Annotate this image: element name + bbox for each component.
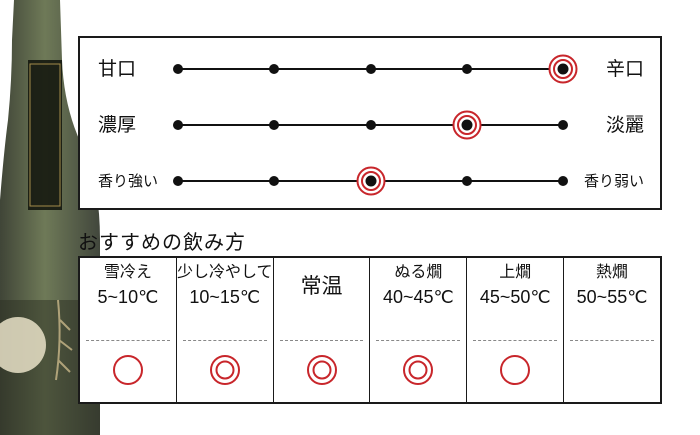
dashed-divider [86, 340, 170, 341]
scale-dot [269, 176, 280, 186]
scale-dot [461, 176, 472, 186]
dashed-divider [473, 340, 558, 341]
temperature-column: 熱燗 50~55℃ [564, 258, 660, 402]
taste-label-left: 濃厚 [98, 114, 137, 136]
temperature-header: 少し冷やして 10~15℃ [177, 262, 273, 310]
selected-marker-icon [452, 110, 482, 140]
scale-dot [365, 64, 376, 74]
taste-label-right: 辛口 [605, 58, 644, 80]
dashed-divider [570, 340, 654, 341]
temperature-header: 上燗 45~50℃ [467, 262, 563, 310]
taste-row: 甘口 辛口 [80, 54, 660, 84]
taste-label-right: 香り弱い [583, 172, 644, 190]
temperature-name: ぬる燗 [394, 264, 443, 281]
temperature-column: 常温 [274, 258, 371, 402]
taste-label-right: 淡麗 [605, 114, 644, 136]
temperature-header: ぬる燗 40~45℃ [370, 262, 466, 310]
serving-temperature-table: 雪冷え 5~10℃ 少し冷やして 10~15℃ 常温 ぬる燗 40~45℃ 上燗 45~50℃ 熱… [78, 256, 662, 404]
temperature-range: 50~55℃ [576, 287, 648, 307]
taste-row: 香り強い 香り弱い [80, 166, 660, 196]
scale-dot [558, 120, 568, 130]
taste-row: 濃厚 淡麗 [80, 110, 660, 140]
double-circle-icon [403, 355, 434, 385]
taste-label-left: 甘口 [98, 58, 137, 80]
selected-marker-icon [356, 166, 385, 196]
temperature-range: 5~10℃ [97, 287, 159, 307]
scale-dot [269, 64, 280, 74]
scale-dot [173, 64, 183, 74]
section-title: おすすめの飲み方 [78, 230, 246, 254]
scale-dot [461, 64, 472, 74]
temperature-name: 雪冷え [103, 264, 152, 281]
circle-icon [500, 355, 531, 385]
temperature-column: 上燗 45~50℃ [467, 258, 565, 402]
scale-dot [173, 120, 183, 130]
temperature-header: 雪冷え 5~10℃ [80, 262, 176, 310]
temperature-name: 上燗 [499, 264, 532, 281]
scale-dot [558, 176, 568, 186]
taste-label-left: 香り強い [98, 172, 159, 190]
temperature-column: 雪冷え 5~10℃ [80, 258, 177, 402]
scale-dot [365, 120, 376, 130]
scale-dot [173, 176, 183, 186]
dashed-divider [376, 340, 461, 341]
temperature-range: 45~50℃ [479, 287, 551, 307]
double-circle-icon [209, 355, 240, 385]
temperature-column: ぬる燗 40~45℃ [370, 258, 468, 402]
temperature-range: 10~15℃ [189, 287, 261, 307]
sake-bottle-image [0, 0, 100, 435]
temperature-header: 熱燗 50~55℃ [564, 262, 660, 310]
temperature-range: 40~45℃ [383, 287, 454, 307]
temperature-name: 熱燗 [596, 264, 629, 281]
dashed-divider [279, 340, 364, 341]
scale-dot [269, 120, 280, 130]
temperature-column: 少し冷やして 10~15℃ [177, 258, 274, 402]
double-circle-icon [306, 355, 337, 385]
dashed-divider [182, 340, 267, 341]
temperature-name: 少し冷やして [176, 264, 273, 281]
selected-marker-icon [548, 54, 578, 84]
taste-chart: 甘口 辛口濃厚 淡麗香り強い 香り弱い [78, 36, 662, 210]
temperature-name: 常温 [300, 275, 343, 298]
circle-icon [112, 355, 143, 385]
temperature-header: 常温 [274, 262, 370, 312]
